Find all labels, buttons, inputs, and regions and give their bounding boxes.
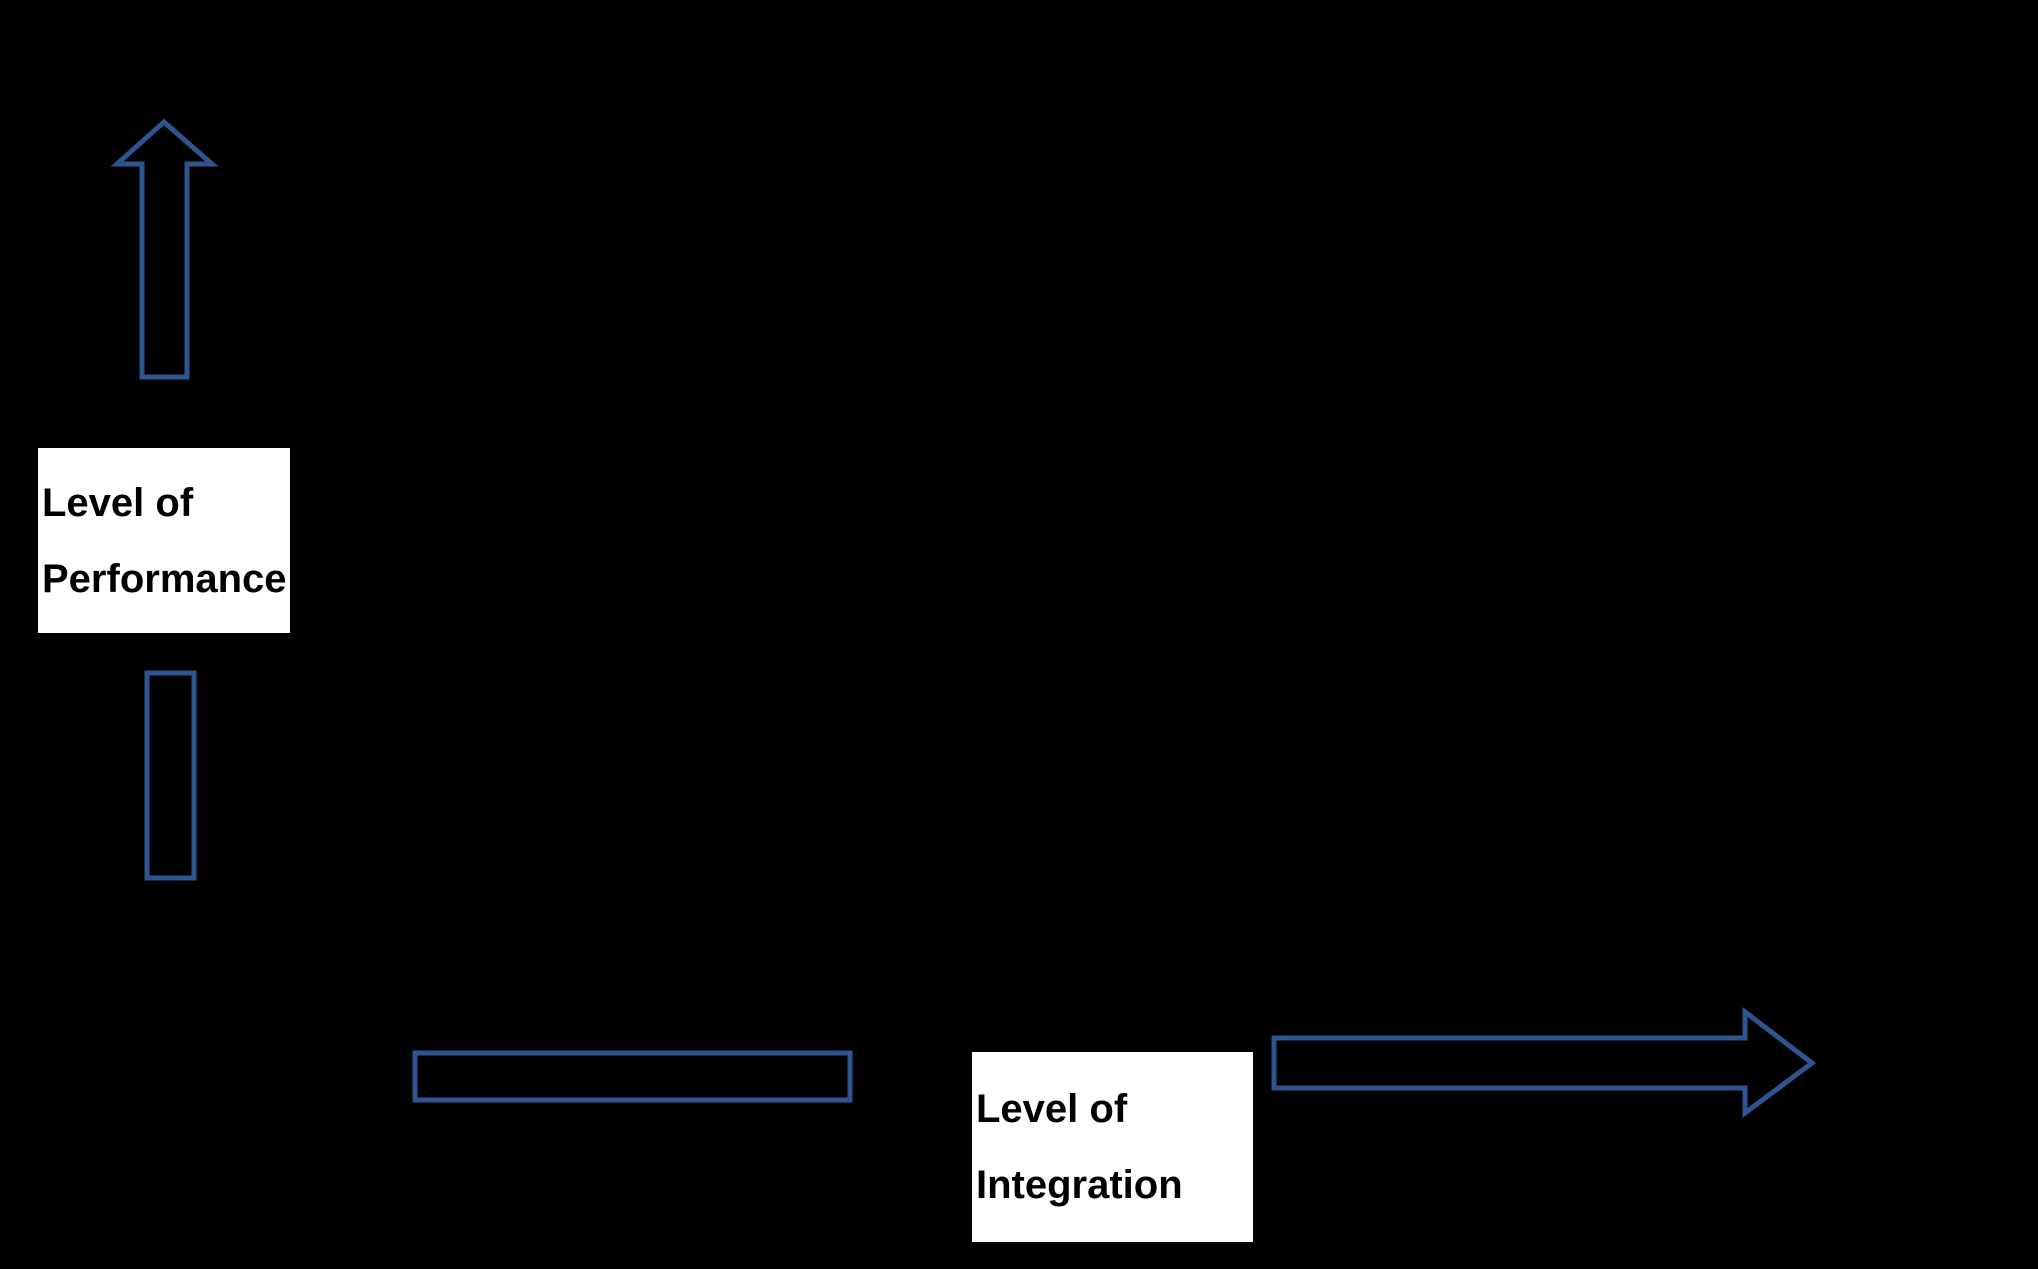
horizontal-axis-left-shaft (412, 1050, 853, 1103)
vertical-axis-lower-shaft (144, 670, 197, 881)
right-arrow-icon (1271, 1006, 1817, 1118)
y-axis-label-line-1: Level of (42, 480, 194, 525)
x-axis-label-line-1: Level of (976, 1087, 1128, 1131)
up-arrow-icon (110, 118, 219, 380)
y-axis-label: Level of Performance (38, 448, 290, 633)
x-axis-label-line-2: Integration (976, 1163, 1183, 1207)
y-axis-label-line-2: Performance (42, 556, 287, 601)
x-axis-label: Level of Integration (972, 1052, 1253, 1242)
